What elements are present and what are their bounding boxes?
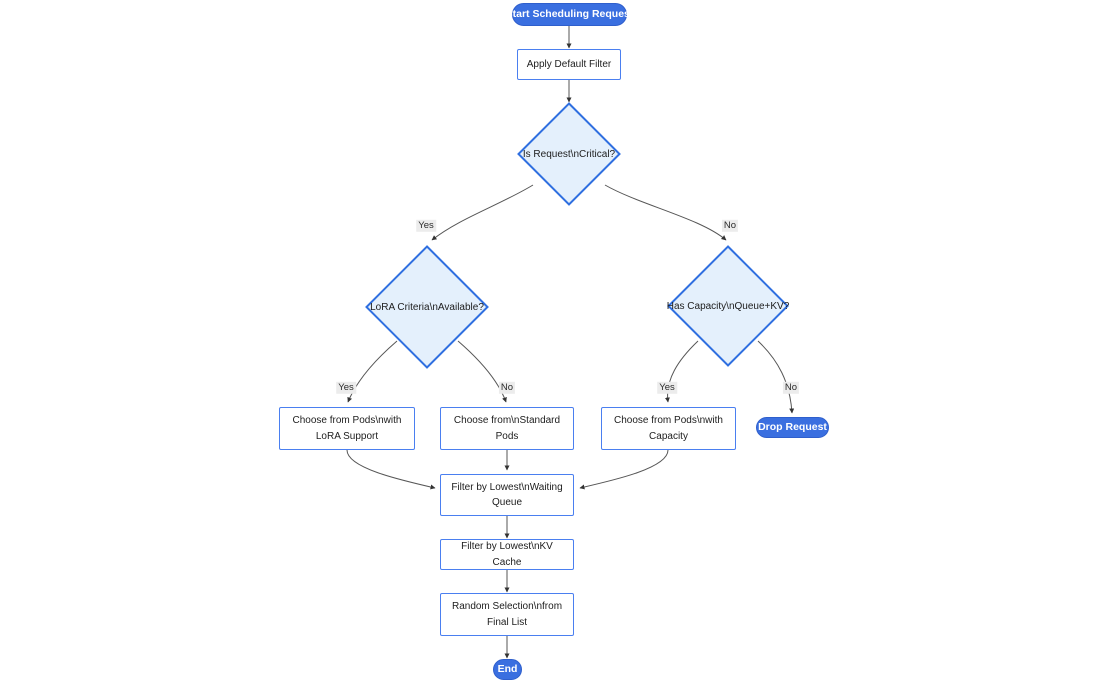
node-has-capacity[interactable]: Has Capacity\nQueue+KV? bbox=[667, 245, 789, 367]
node-filter-waiting-queue[interactable]: Filter by Lowest\nWaiting Queue bbox=[440, 474, 574, 516]
node-choose-standard-pods-label-line2: Pods bbox=[495, 430, 519, 442]
edge-label-capacity-no: No bbox=[782, 381, 800, 395]
node-choose-lora-pods-label-line1: Choose from Pods\nwith bbox=[292, 415, 402, 426]
node-start-label: Start Scheduling Request bbox=[505, 7, 634, 20]
diamond-shape-critical bbox=[517, 102, 621, 206]
node-random-selection-label-line2: Final List bbox=[486, 616, 527, 628]
node-choose-lora-pods[interactable]: Choose from Pods\nwith LoRA Support bbox=[279, 407, 415, 450]
node-is-request-critical-label: Is Request\nCritical? bbox=[522, 148, 616, 160]
node-lora-criteria-available-label: LoRA Criteria\nAvailable? bbox=[370, 301, 484, 313]
node-choose-capacity-pods[interactable]: Choose from Pods\nwith Capacity bbox=[601, 407, 736, 450]
node-is-request-critical[interactable]: Is Request\nCritical? bbox=[517, 102, 621, 206]
node-end[interactable]: End bbox=[493, 659, 522, 680]
node-drop-request-label: Drop Request bbox=[758, 420, 827, 433]
node-choose-capacity-pods-label-line1: Choose from Pods\nwith bbox=[614, 415, 723, 426]
node-choose-standard-pods[interactable]: Choose from\nStandard Pods bbox=[440, 407, 574, 450]
node-filter-waiting-queue-label-line2: Queue bbox=[491, 497, 523, 508]
node-choose-standard-pods-label-line1: Choose from\nStandard bbox=[453, 415, 561, 426]
node-lora-criteria-available[interactable]: LoRA Criteria\nAvailable? bbox=[365, 245, 489, 369]
edge-label-capacity-yes-text: Yes bbox=[659, 381, 675, 393]
edge-label-lora-no-text: No bbox=[500, 381, 514, 393]
edge-label-critical-no: No bbox=[721, 219, 739, 233]
node-filter-waiting-queue-label-line1: Filter by Lowest\nWaiting bbox=[451, 481, 563, 493]
diamond-shape-lora bbox=[365, 245, 489, 369]
node-choose-capacity-pods-label-line2: Capacity bbox=[649, 430, 688, 442]
node-start[interactable]: Start Scheduling Request bbox=[506, 3, 633, 26]
edge-choose-lora-to-filter-queue bbox=[346, 449, 436, 490]
diamond-shape-capacity bbox=[667, 245, 789, 367]
edge-label-lora-no: No bbox=[498, 381, 516, 395]
edge-label-critical-yes: Yes bbox=[416, 219, 436, 233]
edge-critical-no-to-capacity bbox=[604, 184, 727, 241]
node-choose-lora-pods-label-line2: LoRA Support bbox=[315, 430, 379, 442]
node-filter-kv-cache-label: Filter by Lowest\nKV Cache bbox=[461, 541, 553, 568]
node-apply-default-filter-label: Apply Default Filter bbox=[526, 58, 612, 70]
node-end-label: End bbox=[497, 662, 518, 675]
edge-label-lora-yes-text: Yes bbox=[338, 381, 354, 393]
node-filter-kv-cache[interactable]: Filter by Lowest\nKV Cache bbox=[440, 539, 574, 570]
node-drop-request[interactable]: Drop Request bbox=[756, 417, 829, 438]
edge-label-critical-yes-text: Yes bbox=[418, 219, 434, 231]
edge-label-capacity-no-text: No bbox=[784, 381, 798, 393]
edge-label-capacity-yes: Yes bbox=[657, 381, 677, 395]
node-random-selection-label-line1: Random Selection\nfrom bbox=[451, 601, 563, 612]
node-has-capacity-label: Has Capacity\nQueue+KV? bbox=[666, 300, 790, 312]
node-apply-default-filter[interactable]: Apply Default Filter bbox=[517, 49, 621, 80]
node-random-selection[interactable]: Random Selection\nfrom Final List bbox=[440, 593, 574, 636]
edge-label-critical-no-text: No bbox=[723, 219, 737, 231]
edge-choose-capacity-to-filter-queue bbox=[579, 449, 669, 490]
edge-label-lora-yes: Yes bbox=[336, 381, 356, 395]
